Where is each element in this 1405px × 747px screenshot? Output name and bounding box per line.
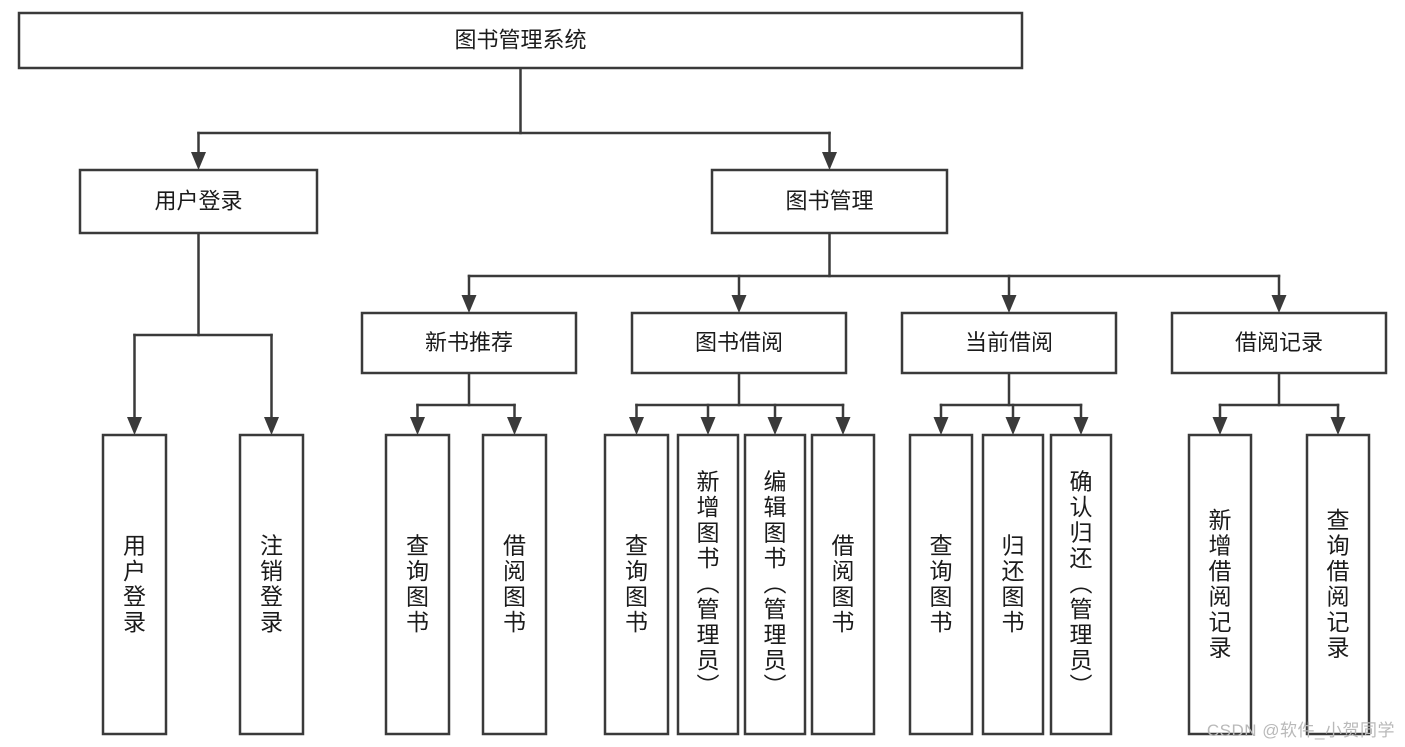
node-leaf-add-book[interactable]: 新增图书︵管理员︶ xyxy=(676,433,740,736)
edge-group-current_borrow xyxy=(933,371,1089,435)
node-box[interactable] xyxy=(481,433,548,736)
node-box[interactable] xyxy=(676,433,740,736)
node-box[interactable] xyxy=(981,433,1045,736)
node-label: 新增图书︵管理员︶ xyxy=(697,469,720,699)
node-box[interactable] xyxy=(603,433,670,736)
node-box[interactable] xyxy=(630,311,848,375)
node-label: 借阅图书 xyxy=(832,532,855,635)
node-leaf-confirm-return[interactable]: 确认归还︵管理员︶ xyxy=(1049,433,1113,736)
node-leaf-logout[interactable]: 注销登录 xyxy=(238,433,305,736)
edge-group-user_login xyxy=(127,231,279,435)
node-label: 新书推荐 xyxy=(425,330,513,355)
node-label: 查询借阅记录 xyxy=(1327,507,1350,661)
node-label: 注销登录 xyxy=(260,532,283,635)
node-box[interactable] xyxy=(1305,433,1371,736)
node-box[interactable] xyxy=(384,433,451,736)
edge-group-new_book_rec xyxy=(410,371,522,435)
node-label: 新增借阅记录 xyxy=(1209,507,1232,661)
node-box[interactable] xyxy=(78,168,319,235)
node-label: 编辑图书︵管理员︶ xyxy=(764,469,787,699)
node-leaf-edit-book[interactable]: 编辑图书︵管理员︶ xyxy=(743,433,807,736)
node-label: 查询图书 xyxy=(406,532,429,635)
node-leaf-borrow-book-1[interactable]: 借阅图书 xyxy=(481,433,548,736)
node-box[interactable] xyxy=(1187,433,1253,736)
node-label: 图书借阅 xyxy=(695,330,783,355)
node-leaf-add-record[interactable]: 新增借阅记录 xyxy=(1187,433,1253,736)
edges-layer xyxy=(127,66,1346,435)
nodes-layer: 图书管理系统用户登录图书管理新书推荐图书借阅当前借阅借阅记录用户登录注销登录查询… xyxy=(17,11,1388,736)
node-label: 查询图书 xyxy=(625,532,648,635)
node-box[interactable] xyxy=(17,11,1024,70)
node-label: 借阅图书 xyxy=(503,532,526,635)
node-leaf-query-book-2[interactable]: 查询图书 xyxy=(603,433,670,736)
node-leaf-query-record[interactable]: 查询借阅记录 xyxy=(1305,433,1371,736)
edge-group-root xyxy=(191,66,837,170)
node-box[interactable] xyxy=(1049,433,1113,736)
node-leaf-user-login[interactable]: 用户登录 xyxy=(101,433,168,736)
edge-group-book_manage xyxy=(461,231,1287,313)
node-label: 图书管理系统 xyxy=(454,27,586,52)
node-box[interactable] xyxy=(1170,311,1388,375)
node-box[interactable] xyxy=(900,311,1118,375)
edge-group-book_borrow xyxy=(629,371,851,435)
node-box[interactable] xyxy=(238,433,305,736)
node-label: 当前借阅 xyxy=(965,330,1053,355)
edge-group-borrow_record xyxy=(1212,371,1346,435)
node-box[interactable] xyxy=(810,433,876,736)
node-book-manage[interactable]: 图书管理 xyxy=(710,168,949,235)
node-label: 用户登录 xyxy=(123,532,146,635)
node-box[interactable] xyxy=(743,433,807,736)
node-label: 借阅记录 xyxy=(1235,330,1323,355)
node-root[interactable]: 图书管理系统 xyxy=(17,11,1024,70)
node-leaf-query-book-3[interactable]: 查询图书 xyxy=(908,433,974,736)
node-leaf-return-book[interactable]: 归还图书 xyxy=(981,433,1045,736)
node-book-borrow[interactable]: 图书借阅 xyxy=(630,311,848,375)
node-leaf-borrow-book-2[interactable]: 借阅图书 xyxy=(810,433,876,736)
node-new-book-rec[interactable]: 新书推荐 xyxy=(360,311,578,375)
node-label: 查询图书 xyxy=(930,532,953,635)
node-label: 归还图书 xyxy=(1002,532,1025,635)
node-leaf-query-book-1[interactable]: 查询图书 xyxy=(384,433,451,736)
node-user-login[interactable]: 用户登录 xyxy=(78,168,319,235)
node-current-borrow[interactable]: 当前借阅 xyxy=(900,311,1118,375)
node-label: 用户登录 xyxy=(154,188,242,213)
node-box[interactable] xyxy=(101,433,168,736)
node-label: 图书管理 xyxy=(785,188,873,213)
node-borrow-record[interactable]: 借阅记录 xyxy=(1170,311,1388,375)
node-box[interactable] xyxy=(908,433,974,736)
node-label: 确认归还︵管理员︶ xyxy=(1070,469,1093,699)
node-box[interactable] xyxy=(360,311,578,375)
node-box[interactable] xyxy=(710,168,949,235)
